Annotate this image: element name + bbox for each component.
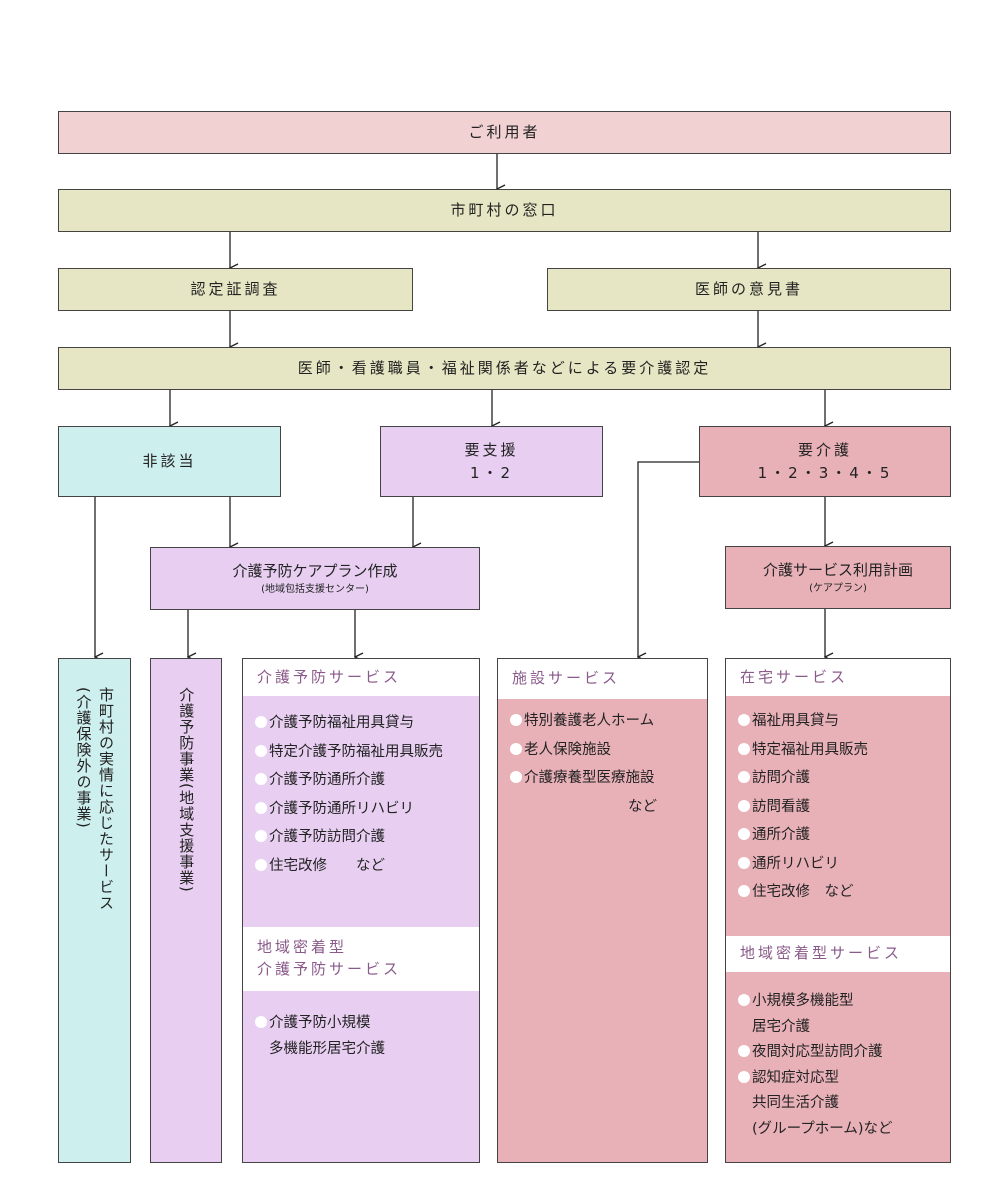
prevention-services-header: 介護予防サービス bbox=[243, 659, 479, 696]
home-services-panel: 在宅サービス 福祉用具貸与 特定福祉用具販売 訪問介護 訪問看護 通所介護 通所… bbox=[725, 658, 951, 1163]
support-needed-title: 要支援 bbox=[464, 441, 519, 459]
prevention-plan-title: 介護予防ケアプラン作成 bbox=[232, 562, 398, 581]
home-services-header: 在宅サービス bbox=[726, 659, 950, 696]
prevention-plan-sub: (地域包括支援センター) bbox=[261, 583, 369, 595]
user-label: ご利用者 bbox=[468, 123, 541, 142]
certification-box: 医師・看護職員・福祉関係者などによる要介護認定 bbox=[58, 347, 951, 390]
list-item: 訪問介護 bbox=[738, 764, 946, 793]
doctor-opinion-box: 医師の意見書 bbox=[547, 268, 951, 311]
list-item: 介護予防通所介護 bbox=[255, 766, 475, 795]
municipal-services-text: 市町村の実情に応じたサービス (介護保険外の事業) bbox=[72, 687, 117, 1162]
list-item: 住宅改修 など bbox=[255, 852, 475, 881]
care-needed-title: 要介護 bbox=[797, 441, 852, 459]
list-item: 訪問看護 bbox=[738, 793, 946, 822]
list-item: 住宅改修 など bbox=[738, 878, 946, 907]
not-applicable-label: 非該当 bbox=[142, 452, 197, 471]
list-item: 認知症対応型 bbox=[738, 1066, 946, 1092]
prevention-plan-box: 介護予防ケアプラン作成 (地域包括支援センター) bbox=[150, 547, 480, 610]
list-item: 小規模多機能型 bbox=[738, 989, 946, 1015]
municipal-services-line1: 市町村の実情に応じたサービス bbox=[97, 687, 115, 911]
prevention-project-column: 介護予防事業(地域支援事業) bbox=[150, 658, 222, 1163]
list-item-continuation: 居宅介護 bbox=[752, 1018, 810, 1035]
community-services-header-label: 地域密着型サービス bbox=[740, 944, 903, 963]
facility-services-list: 特別養護老人ホーム 老人保険施設 介護療養型医療施設 など bbox=[510, 707, 703, 821]
list-item: 老人保険施設 bbox=[510, 736, 703, 765]
municipal-window-box: 市町村の窓口 bbox=[58, 189, 951, 232]
care-needed-box: 要介護 1・2・3・4・5 bbox=[699, 426, 951, 497]
facility-services-header-label: 施設サービス bbox=[512, 669, 621, 688]
municipal-window-label: 市町村の窓口 bbox=[450, 201, 559, 220]
prevention-services-header-label: 介護予防サービス bbox=[257, 667, 402, 686]
list-item: 通所介護 bbox=[738, 821, 946, 850]
community-prevention-header: 地域密着型 介護予防サービス bbox=[243, 927, 479, 991]
facility-services-panel: 施設サービス 特別養護老人ホーム 老人保険施設 介護療養型医療施設 など bbox=[497, 658, 708, 1163]
list-item: 介護予防通所リハビリ bbox=[255, 795, 475, 824]
doctor-opinion-label: 医師の意見書 bbox=[694, 280, 803, 299]
prevention-services-list: 介護予防福祉用具貸与 特定介護予防福祉用具販売 介護予防通所介護 介護予防通所リ… bbox=[255, 709, 475, 880]
community-prevention-list: 介護予防小規模 多機能形居宅介護 bbox=[255, 1011, 475, 1062]
list-item-continuation: 多機能形居宅介護 bbox=[269, 1040, 385, 1057]
list-item: 介護予防訪問介護 bbox=[255, 823, 475, 852]
user-box: ご利用者 bbox=[58, 111, 951, 154]
not-applicable-box: 非該当 bbox=[58, 426, 281, 497]
list-item: 介護予防小規模 bbox=[255, 1011, 475, 1037]
survey-box: 認定証調査 bbox=[58, 268, 413, 311]
prevention-project-text: 介護予防事業(地域支援事業) bbox=[177, 687, 196, 893]
care-plan-title: 介護サービス利用計画 bbox=[762, 561, 913, 580]
care-plan-box: 介護サービス利用計画 (ケアプラン) bbox=[725, 546, 951, 609]
community-prevention-header-line1: 地域密着型 bbox=[257, 938, 348, 957]
list-item: 介護療養型医療施設 bbox=[510, 764, 703, 793]
prevention-services-panel: 介護予防サービス 介護予防福祉用具貸与 特定介護予防福祉用具販売 介護予防通所介… bbox=[242, 658, 480, 1163]
list-item-continuation: (グループホーム)など bbox=[752, 1120, 893, 1137]
list-item: 特定介護予防福祉用具販売 bbox=[255, 738, 475, 767]
community-services-header: 地域密着型サービス bbox=[726, 936, 950, 972]
municipal-services-line2: (介護保険外の事業) bbox=[74, 687, 93, 829]
list-item: 特定福祉用具販売 bbox=[738, 736, 946, 765]
municipal-services-column: 市町村の実情に応じたサービス (介護保険外の事業) bbox=[58, 658, 131, 1163]
community-prevention-header-line2: 介護予防サービス bbox=[257, 960, 402, 978]
survey-label: 認定証調査 bbox=[190, 280, 281, 299]
list-item: 通所リハビリ bbox=[738, 850, 946, 879]
home-services-list: 福祉用具貸与 特定福祉用具販売 訪問介護 訪問看護 通所介護 通所リハビリ 住宅… bbox=[738, 707, 946, 907]
community-services-list: 小規模多機能型 居宅介護 夜間対応型訪問介護 認知症対応型 共同生活介護 (グル… bbox=[738, 989, 946, 1142]
care-plan-sub: (ケアプラン) bbox=[809, 582, 867, 594]
facility-services-header: 施設サービス bbox=[498, 659, 707, 699]
certification-label: 医師・看護職員・福祉関係者などによる要介護認定 bbox=[297, 359, 712, 378]
list-item: 介護予防福祉用具貸与 bbox=[255, 709, 475, 738]
support-needed-box: 要支援 1・2 bbox=[380, 426, 603, 497]
list-item: 福祉用具貸与 bbox=[738, 707, 946, 736]
home-services-header-label: 在宅サービス bbox=[740, 667, 849, 686]
list-item: 夜間対応型訪問介護 bbox=[738, 1040, 946, 1066]
support-needed-levels: 1・2 bbox=[469, 463, 514, 482]
care-needed-levels: 1・2・3・4・5 bbox=[757, 463, 893, 482]
list-item: 特別養護老人ホーム bbox=[510, 707, 703, 736]
facility-services-note: など bbox=[628, 798, 657, 815]
list-item-continuation: 共同生活介護 bbox=[752, 1095, 839, 1111]
